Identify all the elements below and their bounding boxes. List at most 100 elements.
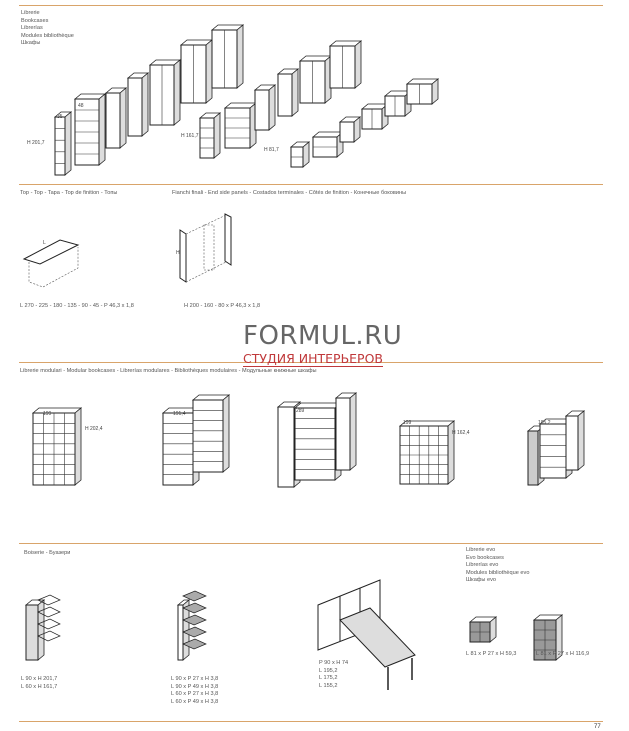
- unit-front: [127, 77, 143, 137]
- size-line: L 60 x H 161,7: [21, 683, 58, 690]
- unit-side: [577, 410, 585, 471]
- title-line: Librerías: [21, 25, 43, 32]
- top-sizes: L 270 - 225 - 180 - 135 - 90 - 45 - P 46…: [20, 303, 134, 309]
- end-panels-sizes: H 200 - 160 - 80 x P 46,3 x 1,8: [184, 303, 261, 309]
- unit-side: [222, 394, 230, 473]
- unit-side: [489, 616, 497, 643]
- shelf-sizes: L 90 x P 27 x H 3,8 L 90 x P 49 x H 3,8 …: [171, 676, 218, 706]
- unit-front: [539, 423, 567, 479]
- title-line: Evo bookcases: [466, 554, 504, 561]
- width-label: 199: [403, 420, 412, 426]
- height-label: H 201,7: [27, 140, 45, 146]
- unit-front: [277, 406, 295, 488]
- size-line: L 90 x P 27 x H 3,8: [171, 676, 219, 682]
- unit-side: [119, 87, 127, 149]
- unit-top: [31, 407, 83, 414]
- unit-side: [291, 68, 299, 117]
- depth-label: 48: [78, 103, 84, 109]
- title-line: Modules bibliothèque: [21, 32, 74, 39]
- title-line: Librerías evo: [466, 562, 499, 569]
- unit-side: [268, 84, 276, 131]
- watermark-brand: FORMUL.RU: [243, 321, 403, 351]
- divider: [19, 184, 603, 185]
- unit-side: [213, 112, 221, 159]
- shelf-bracket: [37, 606, 61, 618]
- unit-front: [177, 604, 184, 661]
- modular-section-title: Librerie modulari - Modular bookcases - …: [20, 368, 317, 374]
- height-label: H 161,7: [181, 133, 199, 139]
- height-label: H: [176, 250, 180, 256]
- size-line: L 155,2: [319, 682, 338, 689]
- dashed-outline: [185, 261, 227, 283]
- size-line: L 175,2: [319, 675, 338, 682]
- unit-front: [277, 73, 293, 117]
- evo-size: L 81 x P 27 x H 116,9: [536, 651, 590, 657]
- boiserie-sizes: L 90 x H 201,7 L 60 x H 161,7: [21, 676, 57, 691]
- size-line: L 60 x P 27 x H 3,8: [171, 691, 219, 698]
- unit-side: [431, 78, 439, 105]
- shelf-bracket: [37, 594, 61, 606]
- unit-front: [565, 415, 579, 471]
- bookcases-title: Librerie Bookcases Librerías Modules bib…: [21, 10, 74, 48]
- evo-title: Librerie evo Evo bookcases Librerías evo…: [466, 547, 529, 585]
- height-label: H 162,4: [452, 430, 470, 436]
- unit-side: [354, 40, 362, 89]
- end-panel: [224, 213, 232, 266]
- unit-side: [205, 39, 213, 104]
- unit-front: [25, 604, 39, 661]
- unit-side: [64, 111, 72, 176]
- title-line: Шкафы evo: [466, 577, 497, 584]
- unit-side: [173, 59, 181, 126]
- size-line: L 90 x H 201,7: [21, 676, 58, 682]
- end-panels-title: Fianchi finali - End side panels - Costa…: [172, 190, 407, 196]
- unit-front: [294, 407, 336, 481]
- size-line: L 195,2: [319, 667, 338, 674]
- dashed-outline: [28, 247, 79, 288]
- desk-top: [339, 607, 416, 668]
- height-label: H 202,4: [85, 426, 103, 432]
- top-section-title: Top - Top - Tapa - Top de finition - Топ…: [20, 190, 118, 196]
- title-line: Шкафы: [21, 40, 41, 47]
- title-line: Bookcases: [21, 17, 49, 24]
- length-label: L: [43, 240, 46, 246]
- unit-front: [162, 412, 194, 486]
- unit-side: [353, 116, 361, 143]
- end-panel: [179, 229, 187, 283]
- page-number: 77: [594, 724, 601, 730]
- size-line: L 60 x P 49 x H 3,8: [171, 698, 219, 705]
- unit-front: [335, 397, 351, 471]
- width-label: 289: [296, 408, 305, 414]
- height-label: H 81,7: [264, 147, 279, 153]
- unit-side: [74, 407, 82, 486]
- shelf-bracket: [37, 630, 61, 642]
- divider: [19, 721, 603, 722]
- top-panel: [22, 239, 80, 265]
- dashed-outline: [203, 224, 215, 271]
- shelf: [182, 626, 207, 638]
- unit-side: [98, 93, 106, 166]
- unit-front: [254, 89, 270, 131]
- depth-label: 35: [57, 114, 63, 120]
- unit-side: [349, 392, 357, 471]
- boiserie-title: Boiserie - Буазери: [24, 550, 71, 556]
- width-label: 191,4: [173, 411, 186, 417]
- title-line: Modules bibliothèque evo: [466, 569, 530, 576]
- unit-front: [54, 116, 66, 176]
- unit-side: [37, 599, 45, 661]
- divider: [19, 5, 603, 6]
- watermark-tagline: СТУДИЯ ИНТЕРЬЕРОВ: [243, 351, 384, 367]
- title-line: Librerie: [21, 10, 40, 16]
- shelf: [182, 614, 207, 626]
- size-line: L 90 x P 49 x H 3,8: [171, 683, 219, 690]
- size-line: P 90 x H 74: [319, 660, 349, 666]
- unit-front: [527, 430, 539, 486]
- divider: [19, 362, 603, 363]
- unit-front: [339, 121, 355, 143]
- unit-side: [141, 72, 149, 137]
- unit-front: [105, 92, 121, 149]
- desk-sizes: P 90 x H 74 L 195,2 L 175,2 L 155,2: [319, 660, 348, 690]
- unit-front: [192, 399, 224, 473]
- shelf-bracket: [37, 618, 61, 630]
